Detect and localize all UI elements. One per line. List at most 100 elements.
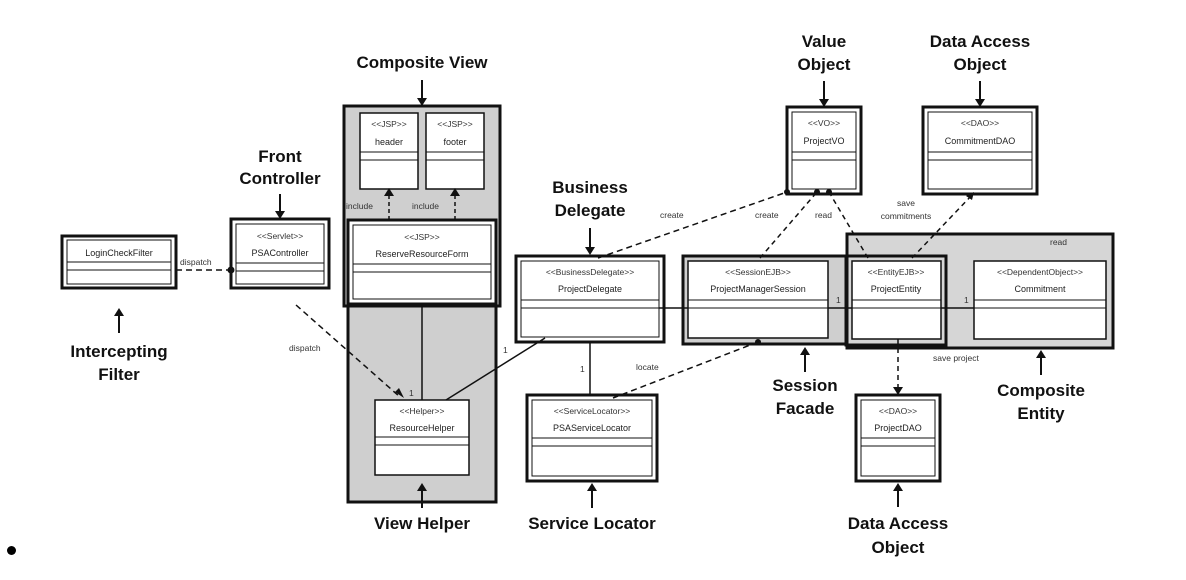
pattern-label-line1: Front [258, 147, 302, 166]
edge-label: create [660, 210, 684, 220]
pattern-value-object: Value Object [798, 32, 851, 107]
class-name: CommitmentDAO [945, 136, 1016, 146]
pattern-label-line1: Data Access [930, 32, 1031, 51]
class-project-manager-session[interactable]: <<SessionEJB>> ProjectManagerSession [687, 260, 829, 339]
class-stereotype: <<DAO>> [879, 406, 917, 416]
class-commitment-dao[interactable]: <<DAO>> CommitmentDAO [921, 105, 1039, 196]
class-stereotype: <<EntityEJB>> [868, 267, 925, 277]
multiplicity: 1 [836, 295, 841, 305]
pattern-label-line2: Facade [776, 399, 835, 418]
multiplicity: 1 [964, 295, 969, 305]
edge-include-header: include [346, 188, 394, 220]
pattern-label: View Helper [374, 514, 470, 533]
edge-label: create [755, 210, 779, 220]
class-stereotype: <<JSP>> [404, 232, 439, 242]
class-name: ReserveResourceForm [375, 249, 468, 259]
class-name: ProjectEntity [871, 284, 922, 294]
edge-include-footer: include [412, 188, 460, 220]
class-name: ResourceHelper [389, 423, 454, 433]
edge-delegate-locator: 1 [580, 342, 591, 395]
pattern-label-line1: Business [552, 178, 628, 197]
edge-label: dispatch [289, 343, 321, 353]
pattern-composite-view: Composite View [357, 53, 489, 106]
pattern-label-line2: Entity [1017, 404, 1065, 423]
class-project-vo[interactable]: <<VO>> ProjectVO [785, 105, 863, 196]
edge-label: save [897, 198, 915, 208]
pattern-label-line2: Controller [239, 169, 321, 188]
edge-create-session-vo: create [755, 189, 820, 259]
class-name: ProjectDAO [874, 423, 922, 433]
class-stereotype: <<DAO>> [961, 118, 999, 128]
pattern-data-access-object-bottom: Data Access Object [848, 483, 949, 557]
class-name: ProjectDelegate [558, 284, 622, 294]
pattern-label-line2: Filter [98, 365, 140, 384]
pattern-data-access-object-top: Data Access Object [930, 32, 1031, 107]
class-psa-controller[interactable]: <<Servlet>> PSAController [229, 217, 331, 290]
class-commitment[interactable]: <<DependentObject>> Commitment [973, 260, 1107, 340]
class-project-delegate[interactable]: <<BusinessDelegate>> ProjectDelegate [514, 254, 666, 344]
edge-save-project: save project [893, 339, 979, 395]
class-stereotype: <<ServiceLocator>> [554, 406, 631, 416]
pattern-session-facade: Session Facade [772, 347, 838, 418]
edge-label-read: read [1050, 237, 1067, 247]
edge-locate: locate [612, 339, 761, 399]
pattern-label-line1: Session [772, 376, 837, 395]
pattern-label-line1: Value [802, 32, 846, 51]
edge-dispatch-filter-controller: dispatch [176, 257, 235, 274]
edge-label: dispatch [180, 257, 212, 267]
pattern-label-line1: Intercepting [70, 342, 167, 361]
edge-label: save project [933, 353, 979, 363]
class-reserve-resource-form[interactable]: <<JSP>> ReserveResourceForm [346, 218, 498, 306]
edge-horizontal-chain: 1 1 [659, 295, 974, 309]
class-name: header [375, 137, 403, 147]
pattern-label-line2: Object [798, 55, 851, 74]
pattern-front-controller: Front Controller [239, 147, 321, 219]
class-stereotype: <<Servlet>> [257, 231, 303, 241]
class-stereotype: <<BusinessDelegate>> [546, 267, 634, 277]
multiplicity: 1 [503, 345, 508, 355]
multiplicity: 1 [409, 388, 414, 398]
class-stereotype: <<SessionEJB>> [725, 267, 791, 277]
class-name: PSAController [251, 248, 308, 258]
pattern-view-helper: View Helper [374, 483, 470, 533]
edge-read-entity-vo: read [815, 189, 869, 259]
class-name: ProjectVO [803, 136, 844, 146]
class-name: Commitment [1014, 284, 1066, 294]
class-project-dao[interactable]: <<DAO>> ProjectDAO [854, 393, 942, 483]
pattern-label-line2: Delegate [555, 201, 626, 220]
class-stereotype: <<JSP>> [437, 119, 472, 129]
class-stereotype: <<DependentObject>> [997, 267, 1083, 277]
list-bullet [7, 546, 16, 555]
pattern-composite-entity: Composite Entity [997, 350, 1085, 423]
class-name: footer [443, 137, 466, 147]
class-stereotype: <<VO>> [808, 118, 840, 128]
pattern-service-locator: Service Locator [528, 483, 656, 533]
pattern-business-delegate: Business Delegate [552, 178, 628, 255]
class-resource-helper[interactable]: <<Helper>> ResourceHelper [374, 399, 470, 476]
edge-delegate-helper: 1 [445, 337, 546, 401]
edge-label: include [412, 201, 439, 211]
class-stereotype: <<Helper>> [400, 406, 445, 416]
class-name: ProjectManagerSession [710, 284, 806, 294]
pattern-label: Service Locator [528, 514, 656, 533]
edge-save-commitments: save commitments [881, 192, 974, 259]
class-login-check-filter[interactable]: LoginCheckFilter [60, 234, 178, 290]
class-psa-service-locator[interactable]: <<ServiceLocator>> PSAServiceLocator [525, 393, 659, 483]
pattern-intercepting-filter: Intercepting Filter [70, 308, 168, 384]
class-name: PSAServiceLocator [553, 423, 631, 433]
class-footer[interactable]: <<JSP>> footer [425, 112, 485, 190]
edge-dispatch-controller-helper: dispatch 1 [289, 304, 414, 398]
pattern-label-line1: Composite [997, 381, 1085, 400]
edge-label: include [346, 201, 373, 211]
multiplicity: 1 [580, 364, 585, 374]
edge-label: commitments [881, 211, 932, 221]
pattern-label: Composite View [357, 53, 489, 72]
class-stereotype: <<JSP>> [371, 119, 406, 129]
class-header[interactable]: <<JSP>> header [359, 112, 419, 190]
pattern-label-line1: Data Access [848, 514, 949, 533]
class-project-entity[interactable]: <<EntityEJB>> ProjectEntity [844, 254, 948, 347]
edge-label: locate [636, 362, 659, 372]
edge-label: read [815, 210, 832, 220]
edge-create-delegate-vo: create [597, 189, 790, 259]
